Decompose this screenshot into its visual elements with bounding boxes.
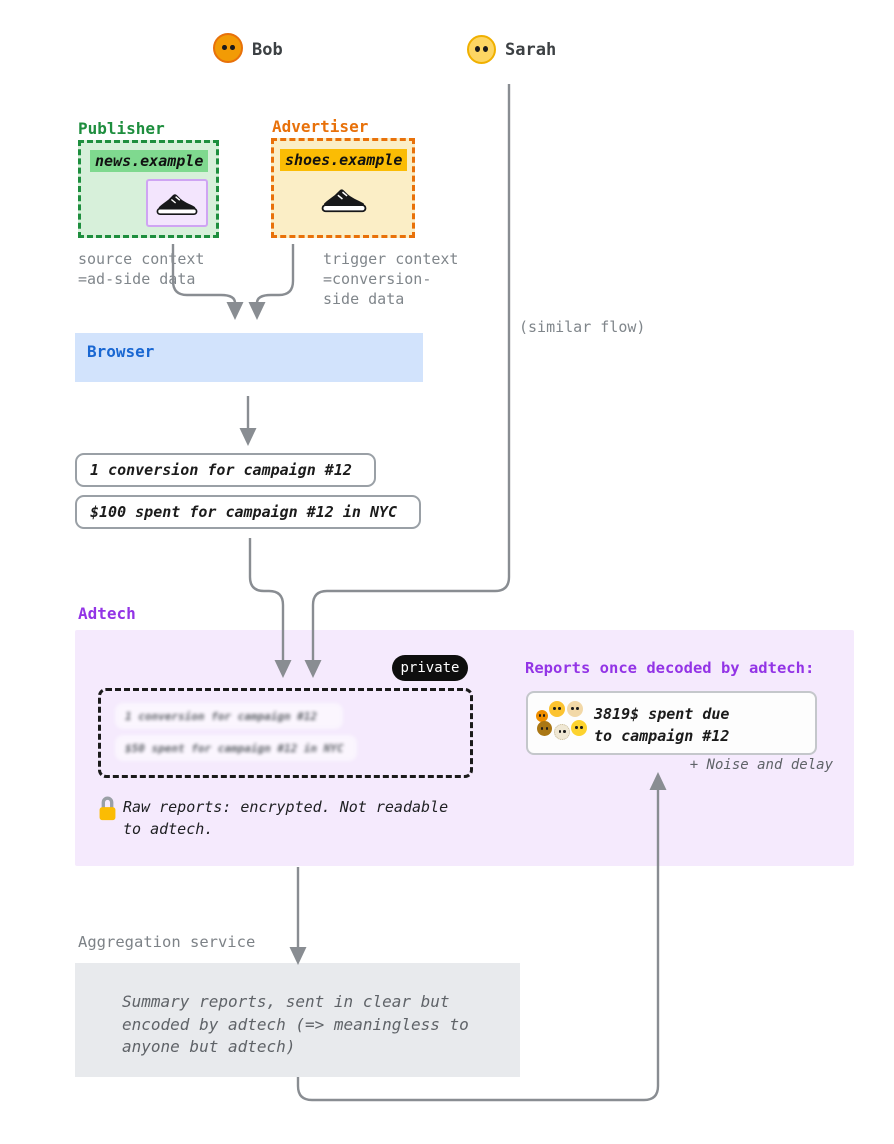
private-badge: private bbox=[392, 655, 468, 681]
sneaker-icon bbox=[156, 194, 198, 216]
small-face-emoji bbox=[549, 701, 565, 717]
encrypted-report-chip: 1 conversion for campaign #12 bbox=[115, 703, 343, 729]
sarah-label: Sarah bbox=[505, 40, 557, 60]
lock-icon bbox=[99, 796, 116, 821]
source-context-note: source context =ad-side data bbox=[78, 250, 205, 288]
spend-report-pill: $100 spent for campaign #12 in NYC bbox=[75, 495, 421, 529]
publisher-site-box: news.example bbox=[78, 140, 219, 238]
browser-label: Browser bbox=[87, 342, 155, 361]
arrow-advertiser-to-browser bbox=[255, 244, 295, 304]
summary-reports-text: Summary reports, sent in clear but encod… bbox=[122, 992, 469, 1056]
noise-delay-note: + Noise and delay bbox=[689, 757, 833, 773]
aggregation-service-box: Summary reports, sent in clear but encod… bbox=[75, 963, 520, 1077]
advertiser-site-name: shoes.example bbox=[280, 149, 408, 171]
small-face-emoji bbox=[567, 701, 583, 717]
decoded-reports-title: Reports once decoded by adtech: bbox=[525, 659, 815, 677]
small-face-emoji bbox=[554, 724, 570, 740]
decoded-report-box: 3819$ spent due to campaign #12 bbox=[526, 691, 817, 755]
bob-face-emoji bbox=[213, 33, 243, 63]
publisher-label: Publisher bbox=[78, 119, 165, 138]
encrypted-report-chip: $50 spent for campaign #12 in NYC bbox=[115, 735, 357, 761]
small-face-emoji bbox=[537, 721, 552, 736]
small-face-emoji bbox=[536, 710, 548, 722]
decoded-report-text: 3819$ spent due to campaign #12 bbox=[594, 705, 730, 745]
aggregation-service-label: Aggregation service bbox=[78, 933, 256, 951]
advertiser-label: Advertiser bbox=[272, 117, 369, 136]
sarah-face-emoji bbox=[467, 35, 496, 64]
publisher-site-name: news.example bbox=[90, 150, 209, 172]
encrypted-reports-frame: 1 conversion for campaign #12 $50 spent … bbox=[98, 688, 473, 778]
face-cluster-emoji bbox=[528, 693, 590, 757]
advertiser-site-box: shoes.example bbox=[271, 138, 415, 238]
conversion-report-pill: 1 conversion for campaign #12 bbox=[75, 453, 376, 487]
trigger-context-note: trigger context =conversion- side data bbox=[323, 250, 459, 308]
raw-reports-note: Raw reports: encrypted. Not readable to … bbox=[123, 798, 449, 838]
bob-label: Bob bbox=[252, 40, 283, 60]
ad-slot bbox=[146, 179, 208, 227]
adtech-label: Adtech bbox=[78, 604, 136, 623]
small-face-emoji bbox=[571, 720, 587, 736]
similar-flow-note: (similar flow) bbox=[519, 318, 646, 336]
sneaker-icon bbox=[321, 189, 367, 213]
browser-box: Browser bbox=[75, 333, 423, 382]
